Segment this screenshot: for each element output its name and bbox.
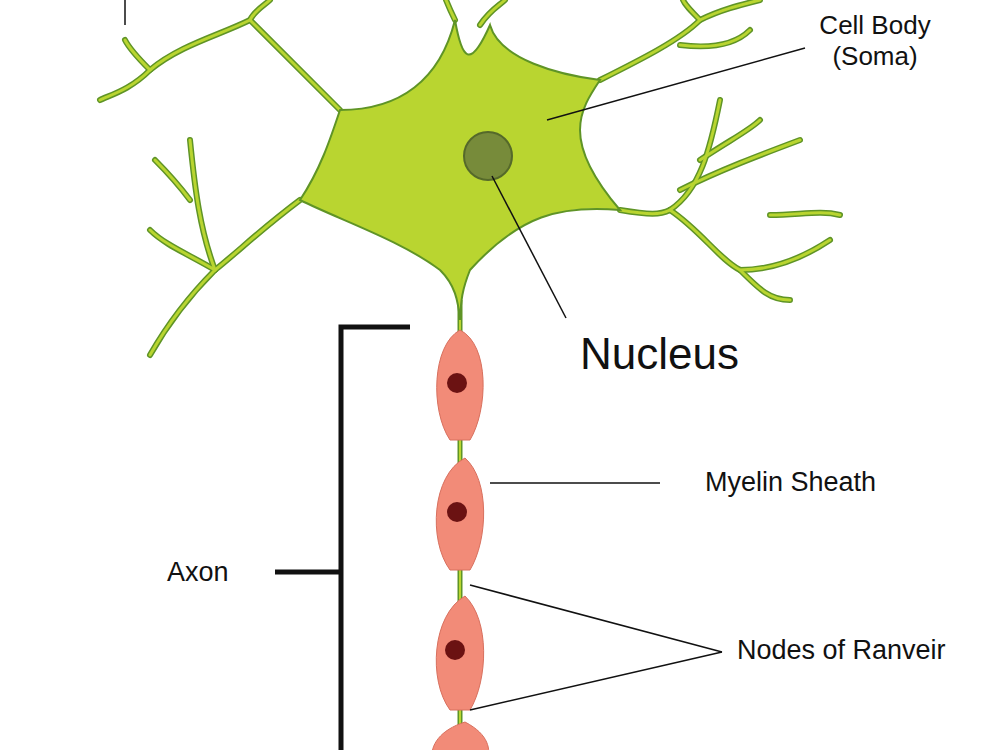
axon-bracket <box>275 327 410 750</box>
part-label: Nucleus <box>580 328 800 381</box>
schwann-nuclei <box>445 373 467 660</box>
dendrites <box>100 0 840 355</box>
myelin-segments <box>432 330 489 750</box>
part-label: Cell Body (Soma) <box>805 10 945 72</box>
cell-body <box>300 20 620 320</box>
part-label: Nodes of Ranveir <box>737 634 997 666</box>
part-label: Axon <box>167 556 277 588</box>
nucleus-circle <box>464 132 512 180</box>
part-label: Myelin Sheath <box>705 466 935 498</box>
leader-lines <box>125 0 805 710</box>
